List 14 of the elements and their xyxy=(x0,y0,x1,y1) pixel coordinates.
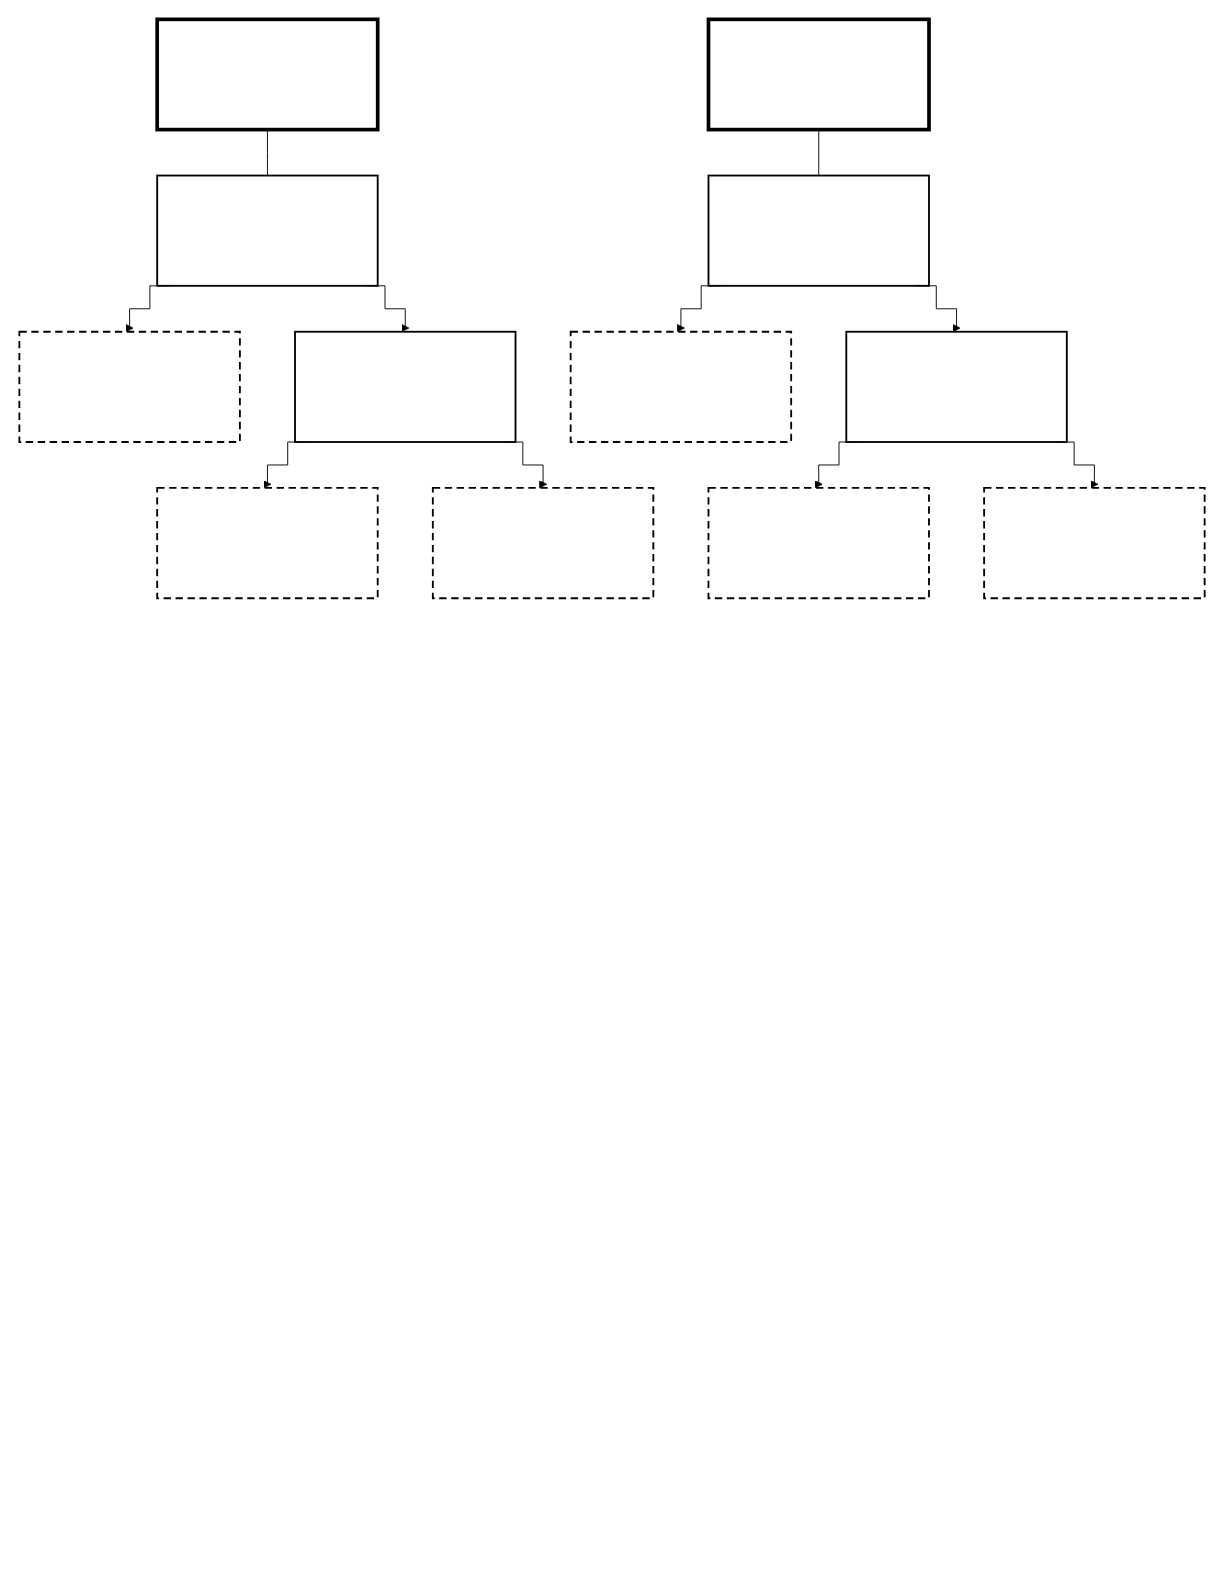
node-box xyxy=(707,174,930,287)
connector xyxy=(818,129,820,176)
node-box xyxy=(156,174,379,287)
node-box xyxy=(706,17,931,132)
node-box xyxy=(155,17,380,132)
node-box xyxy=(707,487,930,600)
node-box xyxy=(18,330,241,443)
connector xyxy=(267,129,268,176)
node-box xyxy=(431,487,655,600)
node-box xyxy=(156,487,379,600)
node-box xyxy=(983,487,1206,600)
node-box xyxy=(294,330,517,443)
node-box xyxy=(845,330,1068,443)
node-box xyxy=(569,330,793,443)
